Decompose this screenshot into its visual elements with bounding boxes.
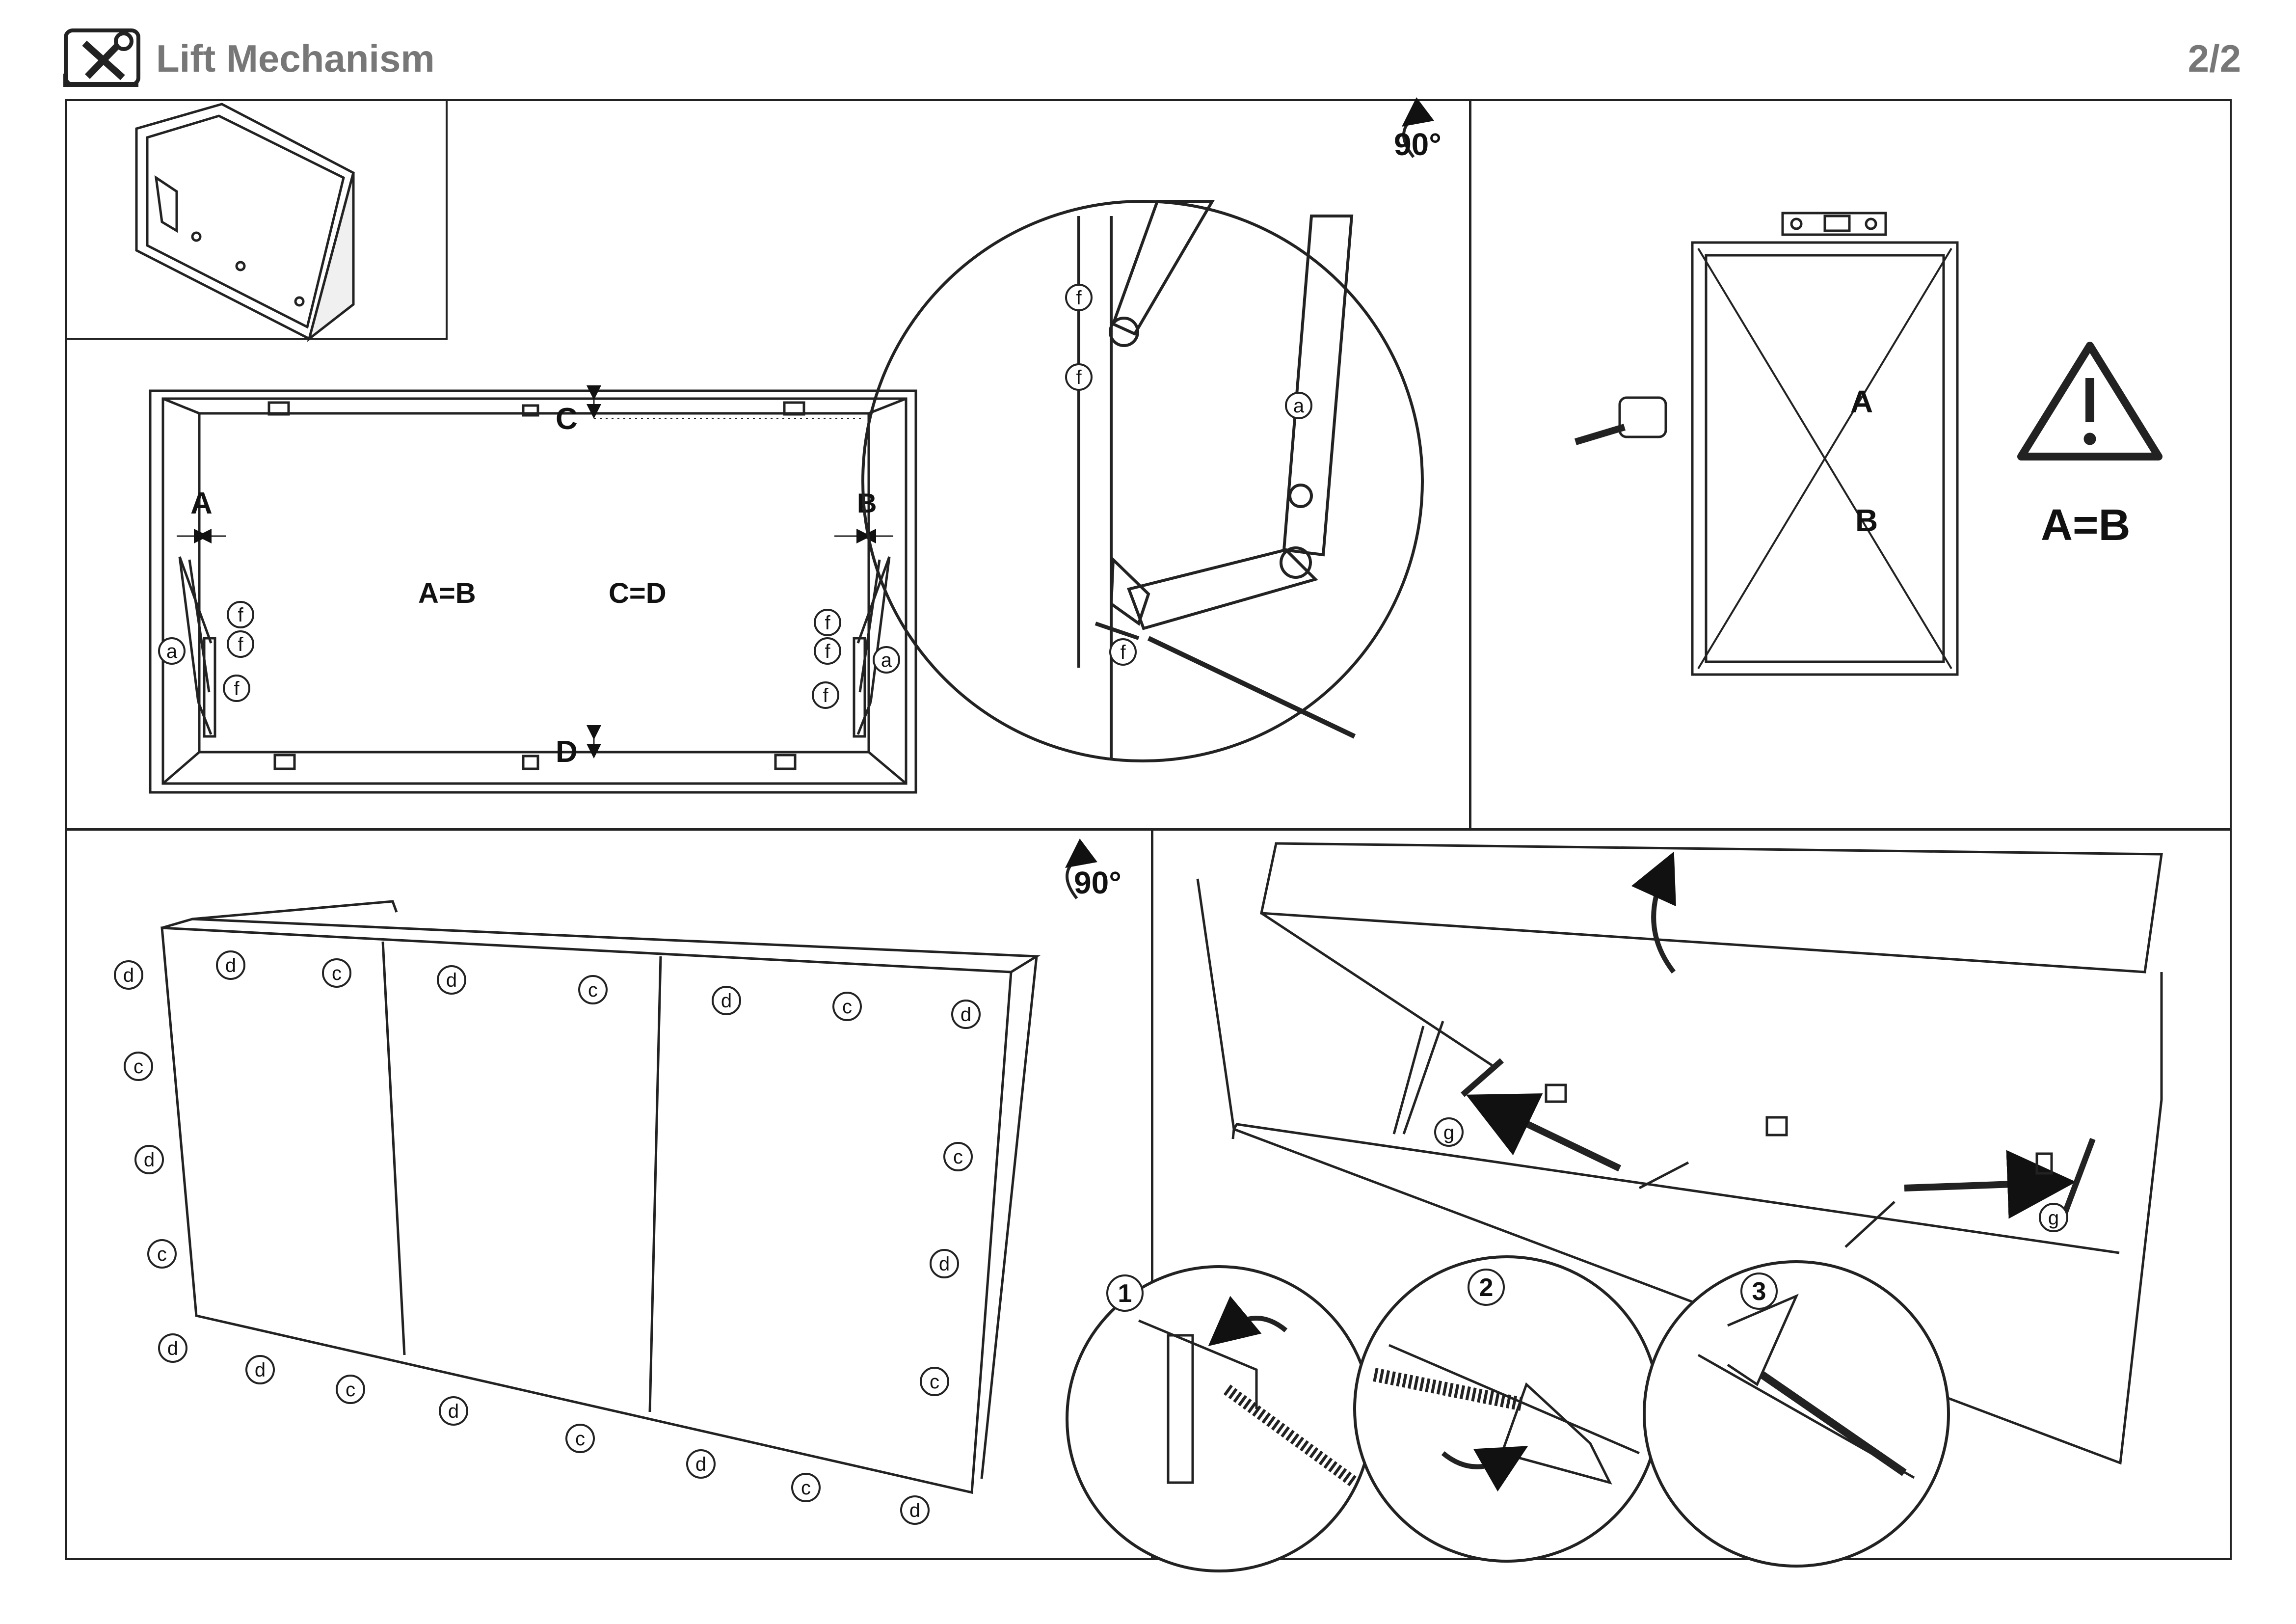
back-callout-4: d <box>446 970 457 991</box>
level-label-b: B <box>1855 503 1878 538</box>
label-a: A <box>190 487 213 520</box>
panel-inset-thumbnail <box>65 99 448 340</box>
frame-part-f2: f <box>238 634 243 655</box>
zoom-rotation-label: 90° <box>1394 127 1442 162</box>
back-callout-17: d <box>695 1454 706 1475</box>
zoom-detail <box>861 97 1435 762</box>
page-title: Lift Mechanism <box>156 37 435 80</box>
lift-box-diagram <box>1196 842 2163 1465</box>
page-number: 2/2 <box>2188 37 2241 80</box>
zoom-part-f2: f <box>1076 367 1082 388</box>
back-panel-diagram <box>160 838 1098 1494</box>
back-callout-5: c <box>588 979 598 1001</box>
back-callout-2: d <box>225 955 236 976</box>
label-c: C <box>556 402 578 436</box>
level-diagram <box>1574 212 2163 676</box>
frame-part-a-left: a <box>166 641 178 662</box>
step-number-badges <box>1106 1269 1778 1312</box>
back-callout-22: c <box>930 1371 939 1393</box>
frame-part-f3: f <box>234 678 240 700</box>
back-callout-9: c <box>133 1056 143 1078</box>
back-callouts <box>114 950 981 1525</box>
frame-diagram <box>149 385 917 794</box>
back-callout-3: c <box>332 963 342 984</box>
frame-part-f6: f <box>823 685 828 706</box>
back-callout-20: c <box>953 1146 963 1168</box>
zoom-part-callouts <box>1065 284 1312 666</box>
step-1-number: 1 <box>1118 1279 1132 1308</box>
back-callout-15: d <box>448 1401 459 1422</box>
label-d: D <box>556 735 578 769</box>
frame-part-callouts <box>158 601 900 709</box>
step-circles <box>1066 1255 1950 1572</box>
back-callout-16: c <box>575 1428 585 1450</box>
lift-part-g1: g <box>1443 1122 1454 1143</box>
frame-labels: C D A B A=B C=D <box>190 402 877 769</box>
frame-part-f5: f <box>825 641 830 662</box>
tape-measure-icon <box>1574 396 1667 445</box>
step-details <box>1138 1294 1915 1492</box>
back-callout-8: d <box>961 1004 971 1026</box>
lift-part-callouts <box>1434 1117 2068 1232</box>
formula-cd: C=D <box>609 577 667 609</box>
thumbnail-cabinet <box>135 103 355 342</box>
zoom-part-a: a <box>1293 395 1305 417</box>
back-rotation-label: 90° <box>1074 865 1121 900</box>
formula-ab: A=B <box>418 577 476 609</box>
level-label-a: A <box>1850 384 1873 419</box>
back-callout-10: d <box>144 1149 155 1171</box>
back-callout-18: c <box>801 1477 811 1499</box>
level-icon <box>1781 212 1887 236</box>
warning-formula: A=B <box>2041 501 2131 550</box>
panel-bottom-right <box>1151 829 2232 1560</box>
back-callout-21: d <box>939 1253 950 1275</box>
frame-part-f1: f <box>238 604 243 626</box>
back-callout-11: c <box>157 1244 167 1265</box>
frame-part-f4: f <box>825 612 830 634</box>
back-callout-14: c <box>346 1379 355 1401</box>
back-callout-13: d <box>255 1359 266 1381</box>
back-callout-19: d <box>909 1500 920 1521</box>
step-3-number: 3 <box>1752 1277 1766 1306</box>
zoom-part-f3: f <box>1120 642 1126 663</box>
back-callout-7: c <box>842 996 852 1018</box>
frame-part-a-right: a <box>881 650 892 671</box>
back-callout-1: d <box>123 965 134 986</box>
back-callout-12: d <box>167 1338 178 1359</box>
zoom-part-f1: f <box>1076 287 1082 309</box>
label-b: B <box>857 487 877 518</box>
warning-icon <box>2017 342 2163 460</box>
lift-part-g2: g <box>2048 1207 2059 1229</box>
step-2-number: 2 <box>1479 1273 1494 1302</box>
back-callout-6: d <box>721 990 732 1012</box>
